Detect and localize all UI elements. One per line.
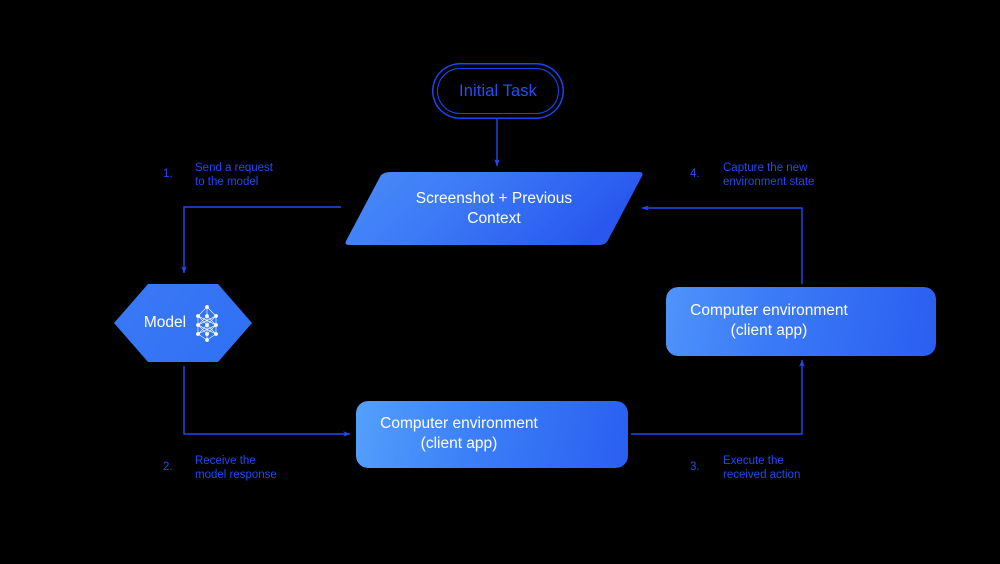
step-3-number: 3. — [690, 461, 700, 473]
parallelogram-shape — [345, 172, 643, 245]
environment-bottom-node[interactable]: Computer environment (client app) — [356, 401, 628, 468]
model-node[interactable]: Model — [113, 283, 253, 363]
step-3-line1: Execute the — [723, 455, 784, 467]
arrow-model-to-bottom-environment — [183, 366, 351, 437]
environment-bottom-background — [356, 401, 628, 468]
step-2-number: 2. — [163, 461, 173, 473]
environment-right-background — [666, 287, 936, 356]
step-1-number: 1. — [163, 168, 173, 180]
step-2-line1: Receive the — [195, 455, 256, 467]
initial-task-label: Initial Task — [459, 81, 537, 100]
step-1-line1: Send a request — [195, 162, 274, 174]
step-4-number: 4. — [690, 168, 700, 180]
step-3-line2: received action — [723, 469, 801, 481]
step-1-line2: to the model — [195, 176, 259, 188]
screenshot-context-node[interactable]: Screenshot + Previous Context — [343, 171, 645, 246]
initial-task-node[interactable]: Initial Task — [437, 68, 559, 114]
step-2-line2: model response — [195, 469, 277, 481]
step-1-label: Send a request to the model — [195, 161, 273, 189]
step-4-label: Capture the new environment state — [723, 161, 814, 189]
step-2-label: Receive the model response — [195, 454, 277, 482]
arrow-screenshot-to-model — [181, 206, 341, 274]
arrow-bottom-environment-to-right-environment — [631, 359, 805, 435]
step-4-line2: environment state — [723, 176, 815, 188]
hexagon-shape — [114, 284, 252, 362]
step-4-line1: Capture the new — [723, 162, 808, 174]
arrow-right-environment-to-screenshot — [641, 205, 803, 284]
environment-right-node[interactable]: Computer environment (client app) — [666, 287, 936, 356]
step-3-label: Execute the received action — [723, 454, 800, 482]
